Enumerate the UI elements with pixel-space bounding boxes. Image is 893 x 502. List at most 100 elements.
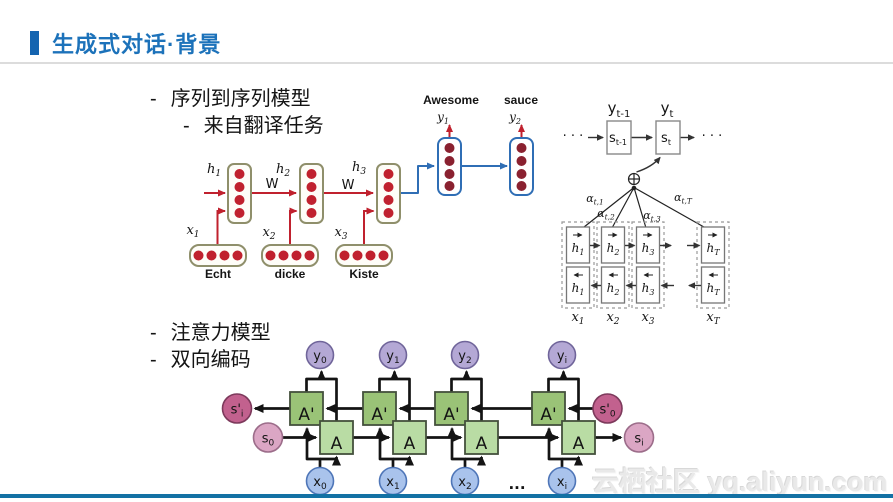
a-cell — [319, 420, 354, 455]
seq2seq-diagram: h1 h2 h3 W W x1 x2 x3 Echt dicke Kiste y… — [186, 93, 538, 281]
birnn-forward-cells — [319, 420, 596, 455]
annotation-chain-arrows — [590, 242, 701, 289]
birnn-backward-cells — [289, 391, 566, 426]
input-word: dicke — [275, 267, 306, 281]
a-label: A — [476, 434, 488, 454]
alpha-tT-label: αt,T — [674, 191, 693, 206]
encoder-hidden-box — [227, 163, 252, 224]
input-word: Kiste — [349, 267, 379, 281]
y-node — [547, 340, 577, 370]
birnn-connectors — [302, 370, 583, 468]
a-prime-label: A' — [443, 405, 459, 425]
s-prime-0-label: s'0 — [599, 403, 615, 420]
x0-label: x0 — [313, 475, 327, 492]
yi-label: yi — [557, 349, 567, 366]
s-cur-label: st — [661, 131, 671, 147]
a-label: A — [331, 434, 343, 454]
encoder-input-boxes — [189, 244, 393, 267]
annotation-cells — [565, 226, 726, 304]
birnn-input-nodes — [305, 466, 577, 496]
encoder-hidden-box — [376, 163, 401, 224]
s-prime-0-node — [592, 393, 623, 424]
bullet-label: 序列到序列模型 — [170, 88, 311, 110]
x3-label: x3 — [334, 225, 347, 242]
h1-label: h1 — [207, 162, 221, 179]
a-prime-cell — [434, 391, 469, 426]
bullet-seq2seq: - 序列到序列模型 — [150, 88, 311, 111]
a-label: A — [573, 434, 585, 454]
attention-arrows — [588, 134, 695, 173]
encoder-input-box — [261, 244, 319, 267]
h-vector-direction-arrows — [573, 232, 718, 278]
decoder-units — [444, 143, 527, 191]
ellipsis-left: · · · — [563, 129, 584, 144]
h-fwd-2-label: h2 — [607, 241, 620, 257]
h-fwd-1-label: h1 — [572, 241, 585, 257]
bullet-dash: - — [183, 115, 190, 137]
y-node — [305, 340, 335, 370]
a-prime-label: A' — [540, 405, 556, 425]
alpha-t2-label: αt,2 — [597, 207, 615, 222]
x1-label: x1 — [186, 223, 199, 240]
y0-label: y0 — [313, 349, 327, 366]
bullet-dash: - — [150, 88, 157, 110]
bullet-attention: - 注意力模型 — [150, 322, 271, 345]
h2-label: h2 — [276, 162, 290, 179]
attn-x2-label: x2 — [606, 310, 619, 327]
encoder-hidden-box — [299, 163, 324, 224]
a-prime-label: A' — [371, 405, 387, 425]
decoder-box — [509, 137, 534, 196]
y-node — [378, 340, 408, 370]
si-label: si — [634, 432, 643, 449]
a-prime-cell — [362, 391, 397, 426]
encoder-decoder-link — [400, 162, 508, 194]
encoder-hidden-units — [234, 169, 394, 218]
weight-label: W — [342, 178, 355, 193]
a-prime-cell — [289, 391, 324, 426]
s-prev-label: st-1 — [609, 131, 627, 147]
watermark: 云栖社区 yq.aliyun.com — [592, 467, 888, 497]
a-prime-cell — [531, 391, 566, 426]
y1-label: y1 — [436, 110, 449, 126]
ellipsis-right: · · · — [702, 129, 723, 144]
state-box-s-cur — [655, 120, 681, 155]
bottom-accent-bar — [0, 494, 893, 498]
alpha-t1-label: αt,1 — [586, 192, 604, 207]
h-bwd-3-label: h3 — [642, 281, 655, 297]
y2-label: y2 — [458, 349, 471, 366]
birnn-diagram: A' A' A' A' A A A A y0 y1 y2 yi — [221, 340, 655, 496]
a-prime-label: A' — [298, 405, 314, 425]
fan-junction-dot — [631, 185, 637, 191]
decoder-boxes — [437, 137, 534, 196]
h-bwd-T-label: hT — [706, 281, 720, 297]
encoder-input-box — [189, 244, 247, 267]
a-label: A — [404, 434, 416, 454]
s0-label: s0 — [262, 432, 275, 449]
encoder-input-box — [335, 244, 393, 267]
h-bwd-2-label: h2 — [607, 281, 620, 297]
decoder-box — [437, 137, 462, 196]
page-title: 生成式对话·背景 — [52, 32, 222, 57]
a-cell — [392, 420, 427, 455]
a-cell — [464, 420, 499, 455]
alpha-t3-label: αt,3 — [643, 209, 661, 224]
output-word: Awesome — [423, 93, 479, 107]
bullet-label: 注意力模型 — [170, 322, 271, 344]
attn-x1-label: x1 — [571, 310, 584, 327]
state-box-s-prev — [606, 120, 632, 155]
attn-x3-label: x3 — [641, 310, 654, 327]
birnn-output-nodes — [305, 340, 577, 370]
y-node — [450, 340, 480, 370]
x2-label: x2 — [458, 475, 471, 492]
title-accent-bar — [30, 31, 39, 55]
encoder-recurrent-arrows — [204, 124, 525, 244]
s0-node — [252, 422, 284, 453]
output-word: sauce — [504, 93, 538, 107]
h-fwd-3-label: h3 — [642, 241, 655, 257]
bullet-label: 来自翻译任务 — [203, 115, 324, 137]
bullet-dash: - — [150, 349, 157, 371]
y-prev-label: yt-1 — [608, 99, 631, 120]
h-bwd-1-label: h1 — [572, 281, 585, 297]
bullet-translation: - 来自翻译任务 — [183, 115, 324, 138]
